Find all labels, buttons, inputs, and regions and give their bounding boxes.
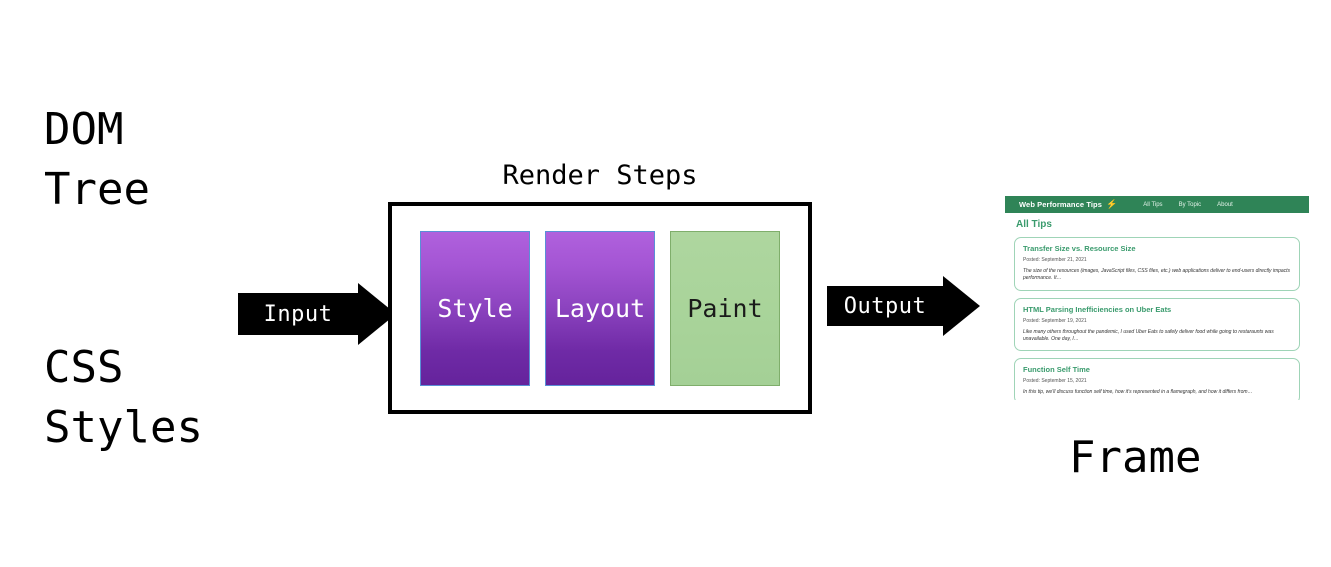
lightning-bolt-icon: ⚡: [1106, 199, 1118, 209]
tip-card-excerpt: In this tip, we'll discuss function self…: [1023, 389, 1253, 395]
input-arrow: Input: [238, 283, 396, 345]
tip-card-excerpt: The size of the resources (images, JavaS…: [1023, 268, 1291, 282]
tip-card[interactable]: Transfer Size vs. Resource Size Posted: …: [1014, 237, 1300, 291]
frame-label: Frame: [1069, 432, 1202, 483]
step-spacer: [655, 231, 670, 386]
tip-card-title: Transfer Size vs. Resource Size: [1023, 244, 1136, 253]
frame-brand-title: Web Performance Tips: [1019, 200, 1102, 209]
render-steps-title: Render Steps: [502, 160, 698, 191]
render-step-layout: Layout: [545, 231, 655, 386]
frame-page-title: All Tips: [1016, 219, 1052, 230]
tip-card-title: Function Self Time: [1023, 365, 1090, 374]
tip-card-posted: Posted: September 15, 2021: [1023, 378, 1087, 384]
frame-body: All Tips Transfer Size vs. Resource Size…: [1005, 213, 1309, 400]
dom-tree-label: DOM Tree: [44, 100, 150, 220]
tip-card-posted: Posted: September 21, 2021: [1023, 257, 1087, 263]
output-arrow: Output: [827, 276, 980, 336]
tip-card-title: HTML Parsing Inefficiencies on Uber Eats: [1023, 304, 1172, 314]
tip-card[interactable]: Function Self Time Posted: September 15,…: [1014, 358, 1300, 400]
frame-nav-link-by-topic[interactable]: By Topic: [1178, 201, 1202, 208]
frame-navbar: Web Performance Tips ⚡ All Tips By Topic…: [1005, 196, 1309, 213]
rendered-frame-screenshot: Web Performance Tips ⚡ All Tips By Topic…: [1005, 196, 1309, 400]
step-spacer: [530, 231, 545, 386]
input-arrow-label: Input: [238, 293, 358, 335]
dom-tree-line1: DOM: [44, 104, 124, 155]
output-arrow-label: Output: [827, 286, 943, 326]
tip-card[interactable]: HTML Parsing Inefficiencies on Uber Eats…: [1014, 297, 1300, 351]
css-styles-line2: Styles: [44, 402, 203, 453]
render-step-style: Style: [420, 231, 530, 386]
frame-nav-link-about[interactable]: About: [1217, 201, 1233, 208]
render-steps-list: Style Layout Paint: [420, 231, 780, 386]
render-step-paint-label: Paint: [687, 294, 763, 323]
output-arrow-head-icon: [943, 276, 980, 336]
frame-nav-link-all-tips[interactable]: All Tips: [1143, 201, 1163, 208]
css-styles-line1: CSS: [44, 342, 124, 393]
tip-card-posted: Posted: September 19, 2021: [1023, 317, 1087, 324]
render-step-layout-label: Layout: [554, 294, 646, 323]
tip-card-excerpt: Like many others throughout the pandemic…: [1023, 328, 1274, 342]
render-step-paint: Paint: [670, 231, 780, 386]
dom-tree-line2: Tree: [44, 164, 150, 215]
css-styles-label: CSS Styles: [44, 338, 203, 458]
render-step-style-label: Style: [437, 294, 513, 323]
frame-nav-links: All Tips By Topic About: [1143, 202, 1233, 208]
